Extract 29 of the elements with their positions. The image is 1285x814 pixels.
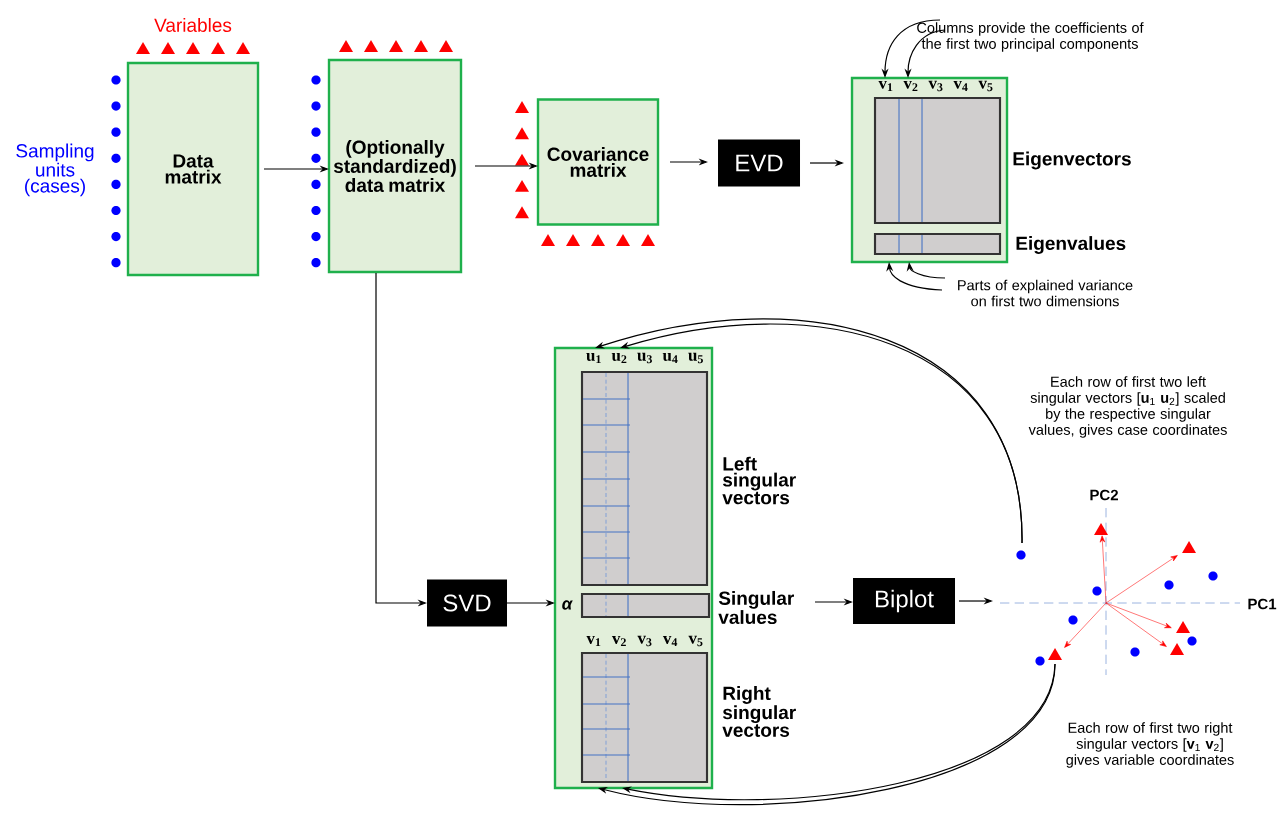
column-label: v$_{1}$ (878, 80, 893, 92)
column-label: u$_{2}$ (611, 352, 627, 364)
process-box: SVD (427, 579, 507, 627)
matrix-box: (Optionally standardized) data matrix (327, 58, 463, 274)
column-label: u$_{3}$ (637, 352, 652, 364)
matrix-box: Data matrix (126, 61, 260, 277)
process-box: Biplot (853, 578, 955, 624)
axis-label: Sampling units (cases) (16, 143, 94, 197)
row-label: α (562, 600, 573, 610)
axis-label: Variables (154, 18, 232, 32)
column-label: u$_{4}$ (662, 352, 678, 364)
matrix-heading: Singular values (718, 590, 794, 625)
matrix-heading: Eigenvalues (1016, 236, 1126, 254)
annotation-text: Each row of first two right singular vectors [v$_{1}$ v$_{2}$] gives variable coordinates (1066, 722, 1234, 768)
column-label: v$_{3}$ (637, 635, 652, 647)
matrix-heading: Right singular vectors (722, 686, 796, 737)
column-label: u$_{1}$ (586, 352, 601, 364)
annotation-text: Columns provide the coefficients of the first two principal components (917, 22, 1144, 52)
column-label: v$_{2}$ (903, 80, 918, 92)
column-label: v$_{4}$ (662, 635, 678, 647)
column-label: v$_{5}$ (688, 635, 703, 647)
matrix-heading: Eigenvectors (1013, 151, 1131, 170)
annotation-text: Parts of explained variance on first two dimensions (958, 279, 1133, 307)
matrix-heading: Left singular vectors (722, 456, 796, 505)
matrix-box: Covariance matrix (536, 98, 660, 226)
annotation-text: Each row of first two left singular vectors [u$_{1}$ u$_{2}$] scaled by the respective singular values, gives case coordinates (1028, 376, 1227, 438)
column-label: v$_{2}$ (611, 635, 626, 647)
column-label: v$_{1}$ (586, 635, 601, 647)
process-box: EVD (718, 139, 800, 187)
